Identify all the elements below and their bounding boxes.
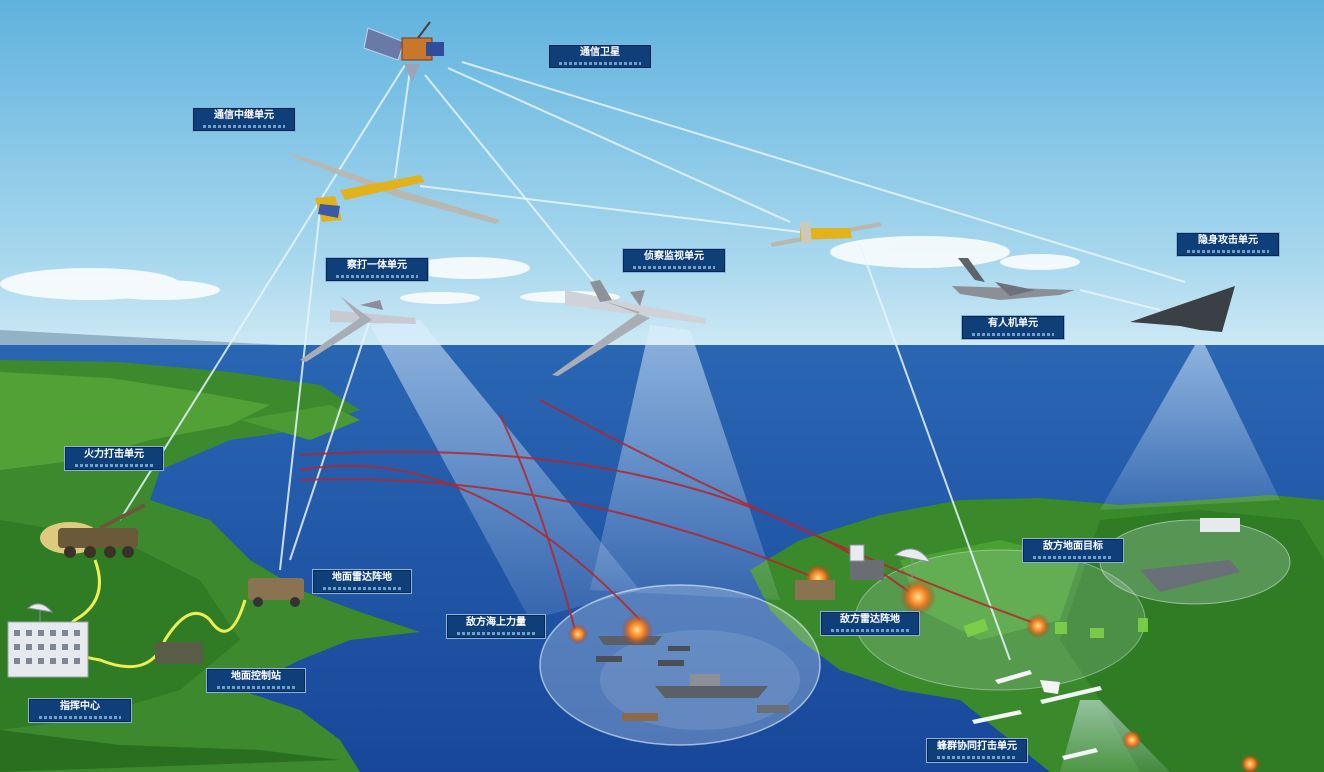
datalinks: [119, 61, 1186, 661]
sensor-beams: [370, 320, 1280, 772]
relay-uav-icon: [288, 152, 500, 224]
label-manned-aircraft: 有人机单元: [961, 315, 1065, 340]
label-ground-target: 敌方地面目标: [1022, 538, 1124, 563]
satellite-icon: [363, 21, 444, 82]
label-swarm-strike: 蜂群协同打击单元: [926, 738, 1028, 763]
stealth-bomber-icon: [1130, 286, 1235, 332]
label-ground-station: 地面控制站: [206, 668, 306, 693]
ground-datalink: [60, 559, 247, 669]
tank-icon: [58, 503, 884, 664]
label-sea-target: 敌方海上力量: [446, 614, 546, 639]
label-stealth-strike: 隐身攻击单元: [1176, 232, 1280, 257]
label-ground-radar: 地面雷达阵地: [312, 569, 412, 594]
recon-uav-icon: [552, 280, 706, 376]
uav-icon: [770, 222, 882, 247]
building-icon: [7, 518, 1240, 678]
label-fire-strike: 火力打击单元: [64, 446, 164, 471]
swarm-uav-icon: [972, 670, 1102, 760]
label-command-center: 指挥中心: [28, 698, 132, 723]
fighter-icon: [952, 258, 1075, 300]
strike-trajectories: [299, 399, 1041, 631]
strike-uav-icon: [300, 296, 416, 362]
label-recon-surveillance: 侦察监视单元: [622, 248, 726, 273]
label-air-defense: 敌方雷达阵地: [820, 611, 920, 636]
label-comm-satellite: 通信卫星: [548, 44, 652, 69]
sky: [0, 0, 1324, 350]
ground-target-icon: [1140, 560, 1240, 592]
target-markers: [963, 618, 1148, 638]
label-comm-relay-uav: 通信中继单元: [192, 107, 296, 132]
label-strike-integrated: 察打一体单元: [325, 257, 429, 282]
radar-dish-icon: [26, 544, 932, 622]
